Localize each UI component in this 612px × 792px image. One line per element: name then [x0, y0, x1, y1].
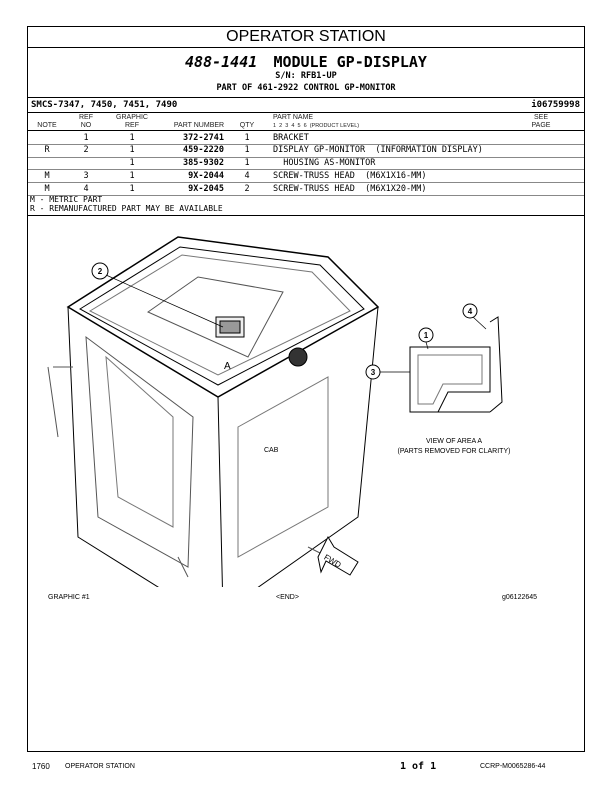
row-part-name: SCREW-TRUSS HEAD (M6X1X16-MM): [273, 170, 427, 181]
col-part-number: PART NUMBER: [173, 122, 225, 129]
row-note: R: [44, 145, 50, 156]
module-title: 488-1441 MODULE GP-DISPLAY: [28, 53, 584, 71]
row-divider: [28, 195, 584, 196]
note-reman: R - REMANUFACTURED PART MAY BE AVAILABLE: [30, 204, 223, 213]
smcs-codes: SMCS-7347, 7450, 7451, 7490: [31, 100, 178, 110]
row-qty: 1: [244, 132, 250, 143]
row-graphic-ref: 1: [129, 183, 135, 194]
part-of: PART OF 461-2922 CONTROL GP-MONITOR: [216, 83, 396, 93]
footer-section: OPERATOR STATION: [65, 763, 135, 770]
doc-id: i06759998: [531, 100, 580, 110]
row-part-number: 385-9302: [183, 158, 224, 169]
row-divider: [28, 169, 584, 171]
footer-page-number: 1760: [32, 762, 50, 771]
svg-text:4: 4: [468, 307, 473, 316]
row-part-number: 9X-2045: [188, 183, 224, 194]
row-ref-no: 1: [83, 132, 89, 143]
row-divider: [28, 182, 584, 184]
note-metric: M - METRIC PART: [30, 195, 103, 204]
row-qty: 4: [244, 170, 250, 181]
graphic-id: g06122645: [502, 594, 538, 601]
svg-text:3: 3: [371, 368, 376, 377]
module-name: MODULE GP-DISPLAY: [273, 53, 427, 71]
callout-2: [91, 262, 109, 280]
row-part-name: HOUSING AS-MONITOR: [273, 158, 376, 169]
col-qty: QTY: [239, 122, 255, 129]
row-part-name: BRACKET: [273, 132, 309, 143]
page-frame: OPERATOR STATION 488-1441 MODULE GP-DISP…: [27, 26, 585, 752]
row-ref-no: 2: [83, 145, 89, 156]
callout-4: [462, 303, 478, 319]
footer-doc-code: CCRP-M0065286-44: [480, 763, 546, 770]
col-note: NOTE: [37, 122, 57, 129]
svg-text:1: 1: [424, 331, 429, 340]
callout-1: [418, 327, 434, 343]
section-title: OPERATOR STATION: [226, 28, 386, 45]
row-part-number: 459-2220: [183, 145, 224, 156]
row-qty: 2: [244, 183, 250, 194]
graphic-label: GRAPHIC #1: [48, 594, 90, 601]
serial-range: S/N: RFB1-UP: [275, 71, 337, 81]
row-qty: 1: [244, 145, 250, 156]
end-label: <END>: [276, 594, 299, 601]
row-graphic-ref: 1: [129, 132, 135, 143]
row-divider: [28, 143, 584, 145]
row-ref-no: 4: [83, 183, 89, 194]
row-divider: [28, 156, 584, 158]
row-graphic-ref: 1: [129, 170, 135, 181]
row-graphic-ref: 1: [129, 158, 135, 169]
module-part-number: 488-1441: [185, 53, 258, 71]
row-part-number: 9X-2044: [188, 170, 224, 181]
row-part-name: DISPLAY GP-MONITOR (INFORMATION DISPLAY): [273, 145, 483, 156]
row-part-name: SCREW-TRUSS HEAD (M6X1X20-MM): [273, 183, 427, 194]
row-ref-no: 3: [83, 170, 89, 181]
row-note: M: [44, 170, 50, 181]
row-part-number: 372-2741: [183, 132, 224, 143]
bracket-detail: [409, 316, 503, 413]
row-graphic-ref: 1: [129, 145, 135, 156]
row-note: M: [44, 183, 50, 194]
parts-illustration: FWD A CAB 2 1 3 4 VIEW OF AREA A (PARTS …: [47, 236, 511, 587]
area-a-label: A: [224, 361, 231, 372]
cab-label: CAB: [264, 447, 279, 454]
view-caption: VIEW OF AREA A: [426, 438, 482, 445]
row-qty: 1: [244, 158, 250, 169]
cab-drawing: [47, 236, 380, 587]
footer-pagination: 1 of 1: [400, 761, 437, 772]
view-caption-note: (PARTS REMOVED FOR CLARITY): [398, 448, 511, 455]
svg-text:2: 2: [98, 267, 103, 276]
callout-3: [365, 364, 381, 380]
